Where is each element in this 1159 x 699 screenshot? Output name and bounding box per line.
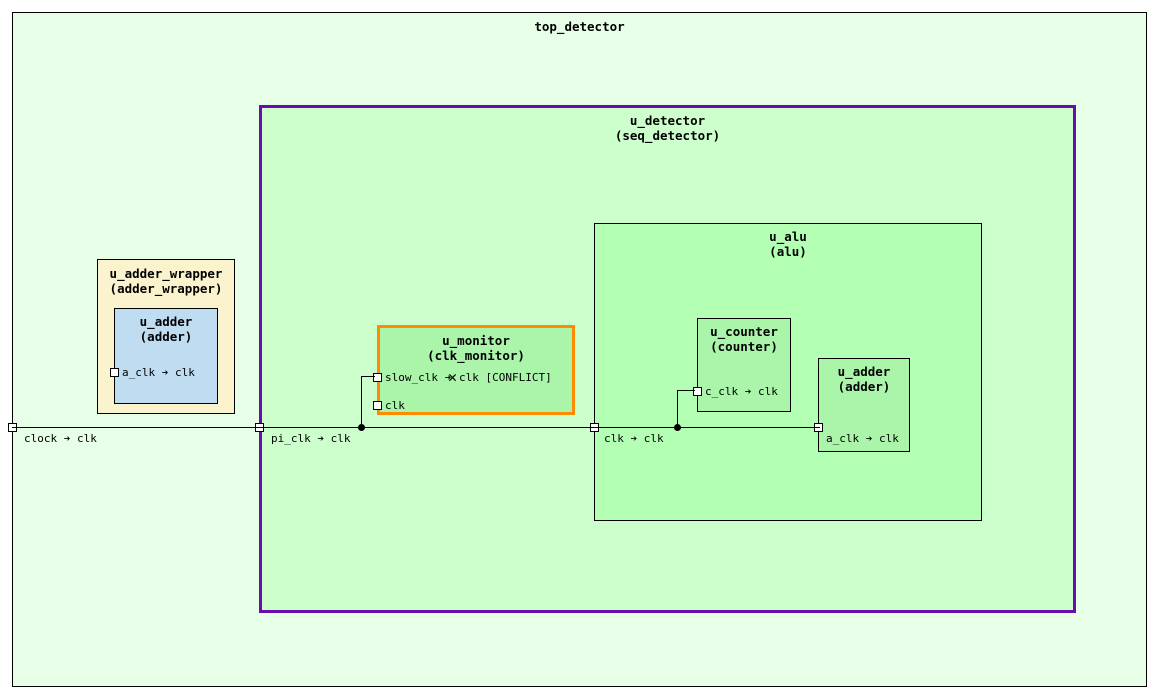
block-u-detector-module: (seq_detector) bbox=[614, 128, 721, 143]
block-u-adder-wrapped-instance: u_adder bbox=[139, 314, 193, 329]
block-u-detector-instance: u_detector bbox=[629, 113, 706, 128]
port-marker-monitor-clk[interactable] bbox=[373, 401, 382, 410]
port-label-adder-wrapped-clk: a_clk ➔ clk bbox=[122, 366, 195, 379]
block-u-adder-alu-instance: u_adder bbox=[837, 364, 891, 379]
block-u-monitor[interactable]: u_monitor (clk_monitor) bbox=[377, 325, 575, 415]
block-top-detector-title: top_detector bbox=[534, 19, 625, 34]
wire-junction-monitor bbox=[358, 424, 365, 431]
port-marker-monitor-slow-clk[interactable] bbox=[373, 373, 382, 382]
conflict-x-icon: ✕ bbox=[448, 368, 458, 386]
block-u-adder-alu-module: (adder) bbox=[837, 379, 891, 394]
bus-label-top-clock: clock ➔ clk bbox=[24, 432, 97, 445]
block-u-adder-wrapper-module: (adder_wrapper) bbox=[109, 281, 223, 296]
block-u-adder-alu[interactable]: u_adder (adder) bbox=[818, 358, 910, 452]
block-u-adder-wrapped[interactable]: u_adder (adder) bbox=[114, 308, 218, 404]
port-label-monitor-slow-clk-target: clk [CONFLICT] bbox=[459, 371, 552, 384]
bus-label-alu-clk: clk ➔ clk bbox=[604, 432, 664, 445]
block-u-counter[interactable]: u_counter (counter) bbox=[697, 318, 791, 412]
block-u-adder-wrapped-module: (adder) bbox=[139, 329, 193, 344]
wire-stub-counter-vertical bbox=[676, 390, 679, 427]
wire-stub-counter-horizontal bbox=[676, 389, 695, 392]
block-u-alu-module: (alu) bbox=[769, 244, 807, 259]
block-u-counter-instance: u_counter bbox=[710, 324, 778, 339]
block-u-monitor-instance: u_monitor bbox=[442, 333, 510, 348]
bus-label-detector-clk: pi_clk ➔ clk bbox=[271, 432, 351, 445]
block-u-adder-wrapper-instance: u_adder_wrapper bbox=[109, 266, 223, 281]
wire-clock-bus bbox=[12, 426, 820, 429]
port-label-monitor-clk: clk bbox=[385, 399, 405, 412]
wire-stub-monitor-vertical bbox=[360, 376, 363, 427]
wire-stub-monitor-horizontal bbox=[360, 375, 375, 378]
port-marker-adder-wrapped-clk[interactable] bbox=[110, 368, 119, 377]
block-u-monitor-module: (clk_monitor) bbox=[427, 348, 525, 363]
block-u-alu-instance: u_alu bbox=[769, 229, 807, 244]
port-label-counter-clk: c_clk ➔ clk bbox=[705, 385, 778, 398]
block-u-counter-module: (counter) bbox=[710, 339, 778, 354]
port-marker-counter-clk[interactable] bbox=[693, 387, 702, 396]
wire-junction-counter bbox=[674, 424, 681, 431]
port-label-monitor-slow-clk: slow_clk ➔ bbox=[385, 371, 452, 384]
bus-label-adder-alu-clk: a_clk ➔ clk bbox=[826, 432, 899, 445]
